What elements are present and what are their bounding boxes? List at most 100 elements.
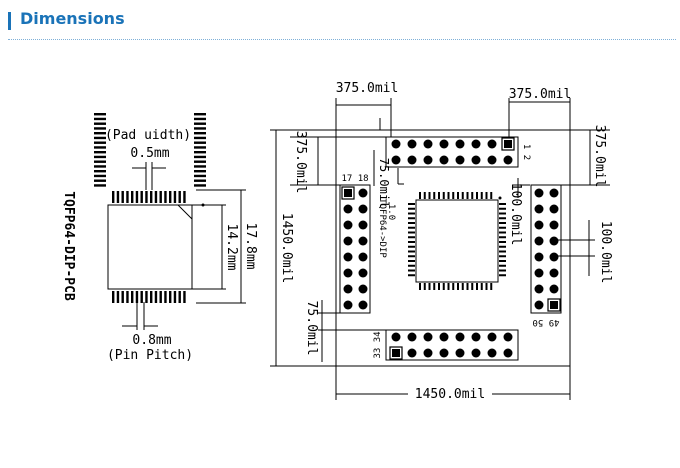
right-header-pin <box>549 284 559 294</box>
chip-pin-top <box>116 191 120 203</box>
left-header-pin <box>343 300 353 310</box>
top-header-pin <box>455 139 465 149</box>
board-qfp-pin-bottom <box>442 283 445 290</box>
chip-pin-top <box>169 191 172 203</box>
chip-pin-left <box>94 165 106 168</box>
top-header-pin <box>487 139 497 149</box>
chip-pin-right <box>194 184 206 187</box>
chip-pin-top <box>178 191 181 203</box>
chip-pin-right <box>194 113 206 116</box>
dim-left-vertical: 375.0mil <box>293 131 308 194</box>
chip-pin-right <box>194 146 206 149</box>
board-qfp-pin-bottom <box>485 283 488 290</box>
board-qfp-pin-top <box>457 192 459 199</box>
bottom-header-pin <box>423 332 433 342</box>
left-header-pin <box>343 236 353 246</box>
chip-pin-left <box>94 151 106 154</box>
pin-label-17-18: 17 18 <box>341 174 368 184</box>
inner-dim-value: 14.2mm <box>224 224 239 271</box>
chip-pin-left <box>94 132 106 135</box>
chip-pin-left <box>94 127 106 130</box>
chip-pin-top <box>112 191 115 203</box>
bottom-header-pin <box>455 332 465 342</box>
board-qfp-pin-right <box>499 212 506 215</box>
board-qfp-pin-top <box>447 192 450 199</box>
chip-pin-bottom <box>135 291 139 303</box>
pad-width-value: 0.5mm <box>130 146 169 161</box>
board-qfp-pin-left <box>408 226 415 229</box>
chip-pin-left <box>94 146 106 149</box>
dip-board-drawing: 1 2 17 18 49 50 33 34 1.0 TQFP64->DIP 37… <box>270 81 613 402</box>
board-qfp-pin-right <box>499 207 506 210</box>
left-header-pin <box>358 268 368 278</box>
chip-pin-bottom <box>150 291 153 303</box>
bottom-header-pin <box>487 348 497 358</box>
board-qfp-pin-bottom <box>428 283 431 290</box>
chip-pins <box>94 113 206 303</box>
board-qfp-body <box>415 199 499 283</box>
board-qfp-pin-left <box>408 274 415 277</box>
top-header-pin <box>455 155 465 165</box>
left-header-square-pin <box>344 189 352 197</box>
left-header-pin <box>358 220 368 230</box>
board-qfp-pin-bottom <box>466 283 469 290</box>
right-header-pin <box>534 300 544 310</box>
board-qfp-pin-bottom <box>452 283 455 290</box>
board-qfp-pin-left <box>408 241 415 243</box>
chip-pin-right <box>194 155 206 159</box>
board-qfp-pin-left <box>408 207 415 210</box>
chip-pin-bottom <box>121 291 124 303</box>
board-qfp-pin-right <box>499 250 506 253</box>
dim-height: 1450.0mil <box>279 213 294 283</box>
bottom-header-pin <box>423 348 433 358</box>
board-qfp-pin-top <box>485 192 488 199</box>
board-qfp-pin-left <box>408 203 415 205</box>
chip-pin-bottom <box>126 291 129 303</box>
board-qfp-pin-top <box>428 192 431 199</box>
left-header-pin <box>358 204 368 214</box>
pin-label-33-34: 33 34 <box>373 331 383 358</box>
board-qfp-pin-right <box>499 217 506 220</box>
dim-right-vertical: 375.0mil <box>592 125 607 188</box>
dim-pitch-2: 100.0mil <box>598 221 613 284</box>
chip-pin-left <box>94 174 106 178</box>
chip-pin-bottom <box>169 291 172 303</box>
board-qfp-pin-right <box>499 222 506 224</box>
top-header-pin <box>439 155 449 165</box>
chip-pin-bottom <box>116 291 120 303</box>
right-header-pin <box>534 236 544 246</box>
top-header-pin <box>407 155 417 165</box>
board-qfp-pin-right <box>499 245 506 248</box>
chip-pin-top <box>164 191 167 203</box>
left-header-pin <box>343 204 353 214</box>
bottom-header-pin <box>487 332 497 342</box>
board-qfp-pin-left <box>408 255 415 258</box>
top-header-pin <box>503 155 513 165</box>
top-header-pins <box>391 137 515 165</box>
chip-pin-right <box>194 141 206 144</box>
chip-pin-top <box>121 191 124 203</box>
board-model-silk: TQFP64->DIP <box>377 198 387 258</box>
left-header-pins <box>341 186 368 310</box>
pitch-label: (Pin Pitch) <box>107 348 193 363</box>
top-header-pin <box>487 155 497 165</box>
left-header-square-pad <box>341 186 355 200</box>
board-qfp-pin-top <box>480 192 483 199</box>
chip-pin-top <box>159 191 162 203</box>
board-qfp-pin-left <box>408 245 415 248</box>
left-header-pin <box>358 236 368 246</box>
top-header-pin <box>471 155 481 165</box>
board-qfp-pin-right <box>499 203 506 205</box>
right-header-square-pad <box>547 298 561 312</box>
left-header-pin <box>358 188 368 198</box>
chip-pin1-bevel <box>177 204 193 220</box>
bottom-header-pin <box>455 348 465 358</box>
bottom-header-pin <box>439 332 449 342</box>
left-header-pin <box>343 268 353 278</box>
header-accent-bar <box>8 12 11 30</box>
board-qfp-pin-bottom <box>423 283 426 290</box>
dim-offset-bottom: 75.0mil <box>304 301 319 356</box>
board-qfp-pin-top <box>471 192 474 199</box>
chip-pin-top <box>150 191 153 203</box>
